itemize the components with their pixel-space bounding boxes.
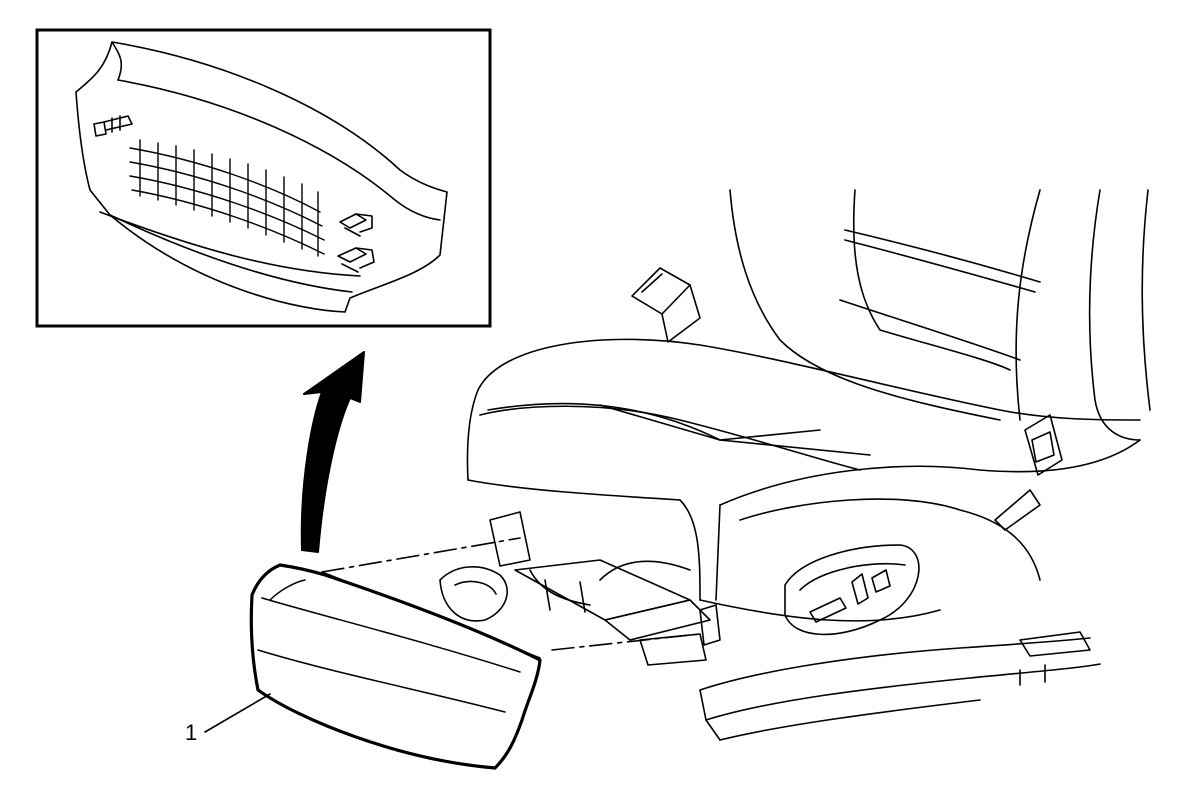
seat-track	[699, 631, 1101, 741]
recliner-bracket	[994, 414, 1063, 531]
seat-adjust-switches	[809, 569, 891, 623]
rear-seat-cover	[249, 563, 542, 770]
seat-cushion	[466, 338, 1141, 622]
inset-clip-right-upper	[339, 213, 373, 237]
inset-clip-right-lower	[337, 247, 375, 273]
callout-1: 1	[185, 693, 271, 745]
seat-belt-buckle	[631, 267, 701, 343]
callout-1-leader-line	[204, 693, 271, 733]
under-seat-mechanism	[439, 511, 721, 666]
installation-guide-lines	[321, 537, 701, 651]
seat-side-shield	[739, 498, 1041, 636]
removal-direction-arrow	[300, 351, 365, 553]
rear-seat-cover-body	[249, 563, 542, 770]
detail-inset	[35, 28, 492, 328]
seat-back	[729, 189, 1151, 441]
seat-assembly	[439, 189, 1151, 741]
inset-frame	[35, 28, 492, 328]
inset-clip-upper-left	[93, 115, 133, 137]
callout-1-label: 1	[185, 720, 197, 745]
inset-mesh-grid	[129, 139, 325, 257]
inset-cover-rear-view	[75, 41, 448, 313]
